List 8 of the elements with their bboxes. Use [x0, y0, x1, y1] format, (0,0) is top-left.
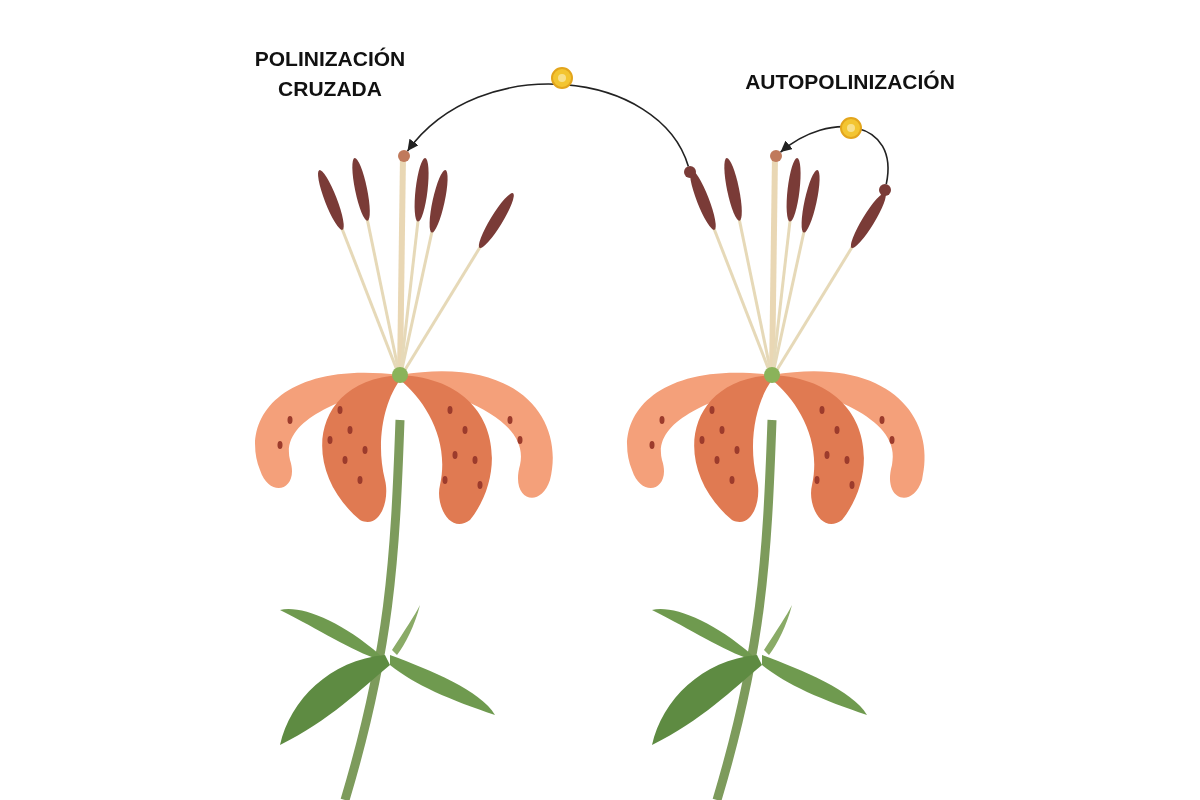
- stigma: [398, 150, 410, 162]
- arrow: [406, 83, 690, 168]
- stigma: [770, 150, 782, 162]
- anther: [684, 166, 696, 178]
- heading: POLINIZACIÓN CRUZADA: [253, 46, 407, 102]
- arrow: [779, 125, 889, 185]
- heading: AUTOPOLINIZACIÓN: [744, 69, 956, 95]
- anther: [879, 184, 891, 196]
